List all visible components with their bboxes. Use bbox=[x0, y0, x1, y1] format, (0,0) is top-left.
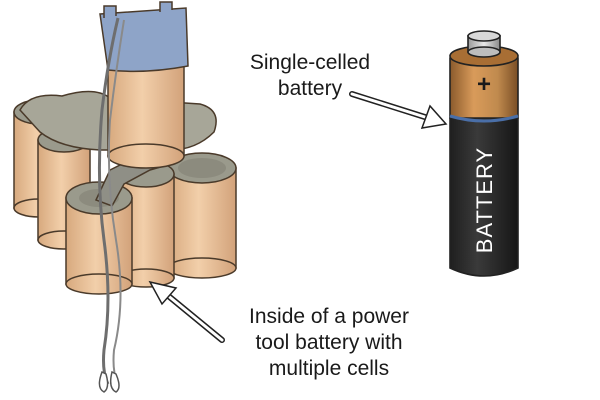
battery-stripe bbox=[449, 114, 519, 123]
single-cell-label-line: Single-celled bbox=[249, 51, 371, 74]
pack-cell bbox=[167, 152, 237, 279]
terminal-block bbox=[99, 7, 189, 73]
arrow-to-pack bbox=[148, 280, 225, 343]
power-tool-battery-pack bbox=[13, 1, 237, 393]
single-cell-label-line: battery bbox=[277, 77, 343, 100]
arrow-to-single-cell bbox=[349, 91, 448, 129]
battery-pack-label-line: tool battery with bbox=[255, 331, 403, 354]
battery-pack-label-line: Inside of a power bbox=[249, 305, 409, 328]
battery-pack-label-line: multiple cells bbox=[268, 357, 390, 380]
wire bbox=[107, 19, 125, 385]
single-cell-battery bbox=[449, 30, 519, 277]
wire bbox=[97, 17, 120, 385]
battery-black-body bbox=[449, 117, 519, 277]
battery-pack-label: Inside of a power tool battery with mult… bbox=[220, 304, 438, 382]
single-cell-label: Single-celled battery bbox=[222, 50, 398, 102]
battery-body-text: BATTERY bbox=[472, 147, 497, 253]
pack-cell-top bbox=[107, 59, 185, 169]
wire-connector bbox=[98, 370, 120, 393]
plus-sign: + bbox=[477, 71, 491, 98]
